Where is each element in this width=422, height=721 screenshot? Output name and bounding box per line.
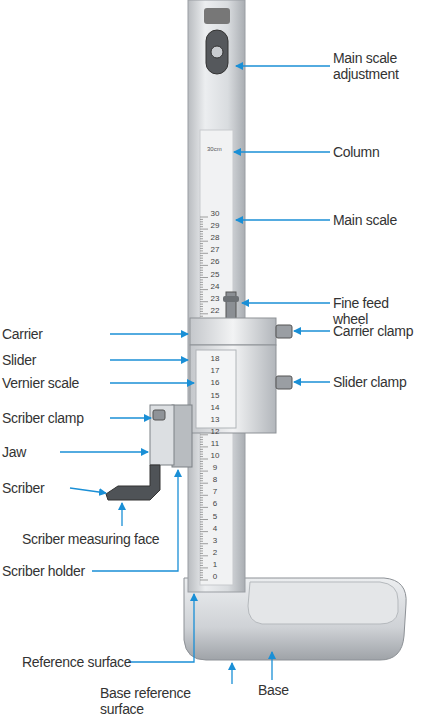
part-label: Base reference surface xyxy=(100,685,210,717)
scale-number: 4 xyxy=(208,524,222,533)
scale-number: 10 xyxy=(208,451,222,460)
scale-number: 23 xyxy=(208,294,222,303)
part-label: Carrier clamp xyxy=(333,323,421,339)
top-cap xyxy=(204,8,230,24)
base-top xyxy=(248,582,398,624)
part-label: Reference surface xyxy=(22,654,132,670)
part-label: Main scale xyxy=(333,212,418,228)
scale-number: 2 xyxy=(208,548,222,557)
scale-number: 0 xyxy=(208,572,222,581)
scale-number: 7 xyxy=(208,487,222,496)
scale-number: 1 xyxy=(208,560,222,569)
scale-number: 15 xyxy=(208,391,222,400)
scale-number: 24 xyxy=(208,282,222,291)
part-label: Carrier xyxy=(2,326,107,342)
scale-number: 30 xyxy=(208,209,222,218)
scale-number: 11 xyxy=(208,439,222,448)
range-marking: 30cm xyxy=(207,146,222,153)
slider-clamp-knob xyxy=(276,376,292,389)
part-label: Slider clamp xyxy=(333,374,421,390)
scriber-holder-body xyxy=(172,405,192,467)
scale-number: 6 xyxy=(208,499,222,508)
scale-number: 18 xyxy=(208,354,222,363)
carrier-clamp-knob xyxy=(276,325,292,338)
scriber-clamp-screw xyxy=(153,410,165,420)
part-label: Slider xyxy=(2,352,107,368)
scale-number: 29 xyxy=(208,221,222,230)
scale-number: 3 xyxy=(208,536,222,545)
scriber-blade xyxy=(106,465,160,500)
carrier-block xyxy=(190,318,276,345)
scale-number: 17 xyxy=(208,366,222,375)
scale-number: 22 xyxy=(208,306,222,315)
part-label: Main scale adjustment xyxy=(333,50,418,82)
scale-number: 13 xyxy=(208,415,222,424)
part-label: Fine feed wheel xyxy=(333,295,421,327)
scale-number: 14 xyxy=(208,403,222,412)
scale-number: 25 xyxy=(208,270,222,279)
part-label: Jaw xyxy=(2,444,62,460)
part-label: Scriber measuring face xyxy=(22,531,192,547)
scale-number: 27 xyxy=(208,245,222,254)
jaw-body xyxy=(150,405,174,465)
slider-block xyxy=(190,345,276,433)
scale-number: 8 xyxy=(208,475,222,484)
leader-lines xyxy=(60,66,330,684)
part-label: Vernier scale xyxy=(2,375,107,391)
column-bar xyxy=(188,0,245,592)
vernier-window xyxy=(196,350,236,428)
adjustment-wheel xyxy=(206,30,228,74)
scale-number: 26 xyxy=(208,257,222,266)
scale-number: 28 xyxy=(208,233,222,242)
scale-number: 5 xyxy=(208,512,222,521)
part-label: Scriber clamp xyxy=(2,410,107,426)
scale-number: 9 xyxy=(208,463,222,472)
part-label: Scriber holder xyxy=(2,563,94,579)
scale-number: 16 xyxy=(208,378,222,387)
part-label: Base xyxy=(258,682,298,698)
scale-number: 12 xyxy=(208,427,222,436)
part-label: Column xyxy=(333,144,418,160)
part-label: Scriber xyxy=(2,480,72,496)
